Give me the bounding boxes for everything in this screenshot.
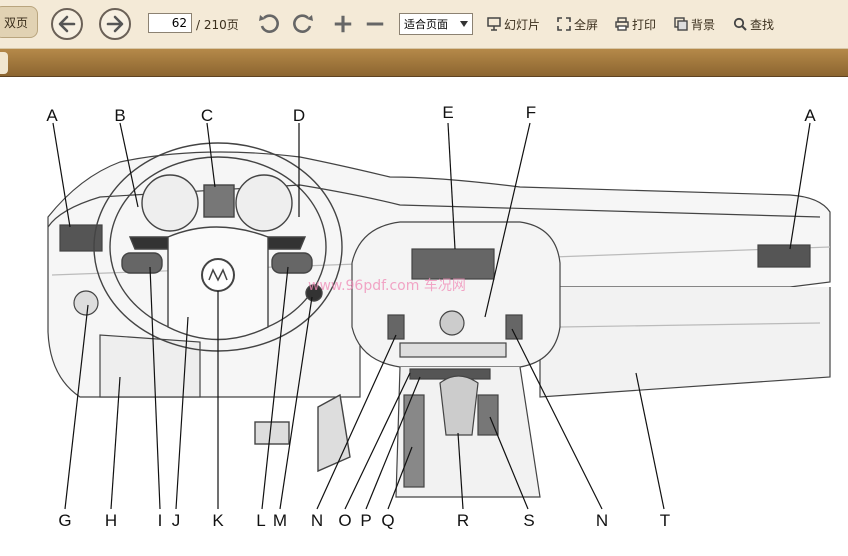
- zoom-select[interactable]: 适合页面: [399, 13, 473, 35]
- rotate-right-button[interactable]: [290, 12, 316, 36]
- document-tab[interactable]: [0, 52, 8, 74]
- callout-label: I: [158, 511, 163, 530]
- arrow-left-icon: [58, 15, 76, 33]
- rotate-left-icon: [259, 14, 279, 33]
- zoom-out-button[interactable]: [362, 12, 388, 36]
- search-icon: [733, 17, 747, 31]
- callout-label: S: [523, 511, 534, 530]
- callout-label: H: [105, 511, 117, 530]
- callout-label: N: [311, 511, 323, 530]
- callout-label: M: [273, 511, 287, 530]
- print-label: 打印: [632, 17, 657, 32]
- instrument-panel-diagram: www.96pdf.com 车况网: [46, 103, 831, 530]
- print-button[interactable]: 打印: [615, 14, 656, 34]
- zoom-select-value: 适合页面: [404, 18, 448, 31]
- callout-label: N: [596, 511, 608, 530]
- presentation-icon: [487, 17, 501, 31]
- top-callouts: A B C D E F A: [46, 103, 816, 125]
- rotate-left-button[interactable]: [256, 12, 282, 36]
- next-page-button[interactable]: [99, 8, 131, 40]
- callout-label: L: [256, 511, 265, 530]
- slideshow-button[interactable]: 幻灯片: [487, 14, 540, 34]
- callout-label: P: [360, 511, 371, 530]
- find-label: 查找: [750, 17, 775, 32]
- center-stack-illustration: [351, 221, 561, 498]
- chevron-down-icon: [460, 21, 468, 27]
- callout-label: J: [172, 511, 181, 530]
- callout-label: C: [201, 106, 213, 125]
- bottom-callouts: G H I J K L M N O P Q R S N T: [58, 511, 670, 530]
- document-tab-bar: [0, 49, 848, 77]
- page-number-input[interactable]: [148, 13, 192, 33]
- background-button[interactable]: 背景: [674, 14, 715, 34]
- background-label: 背景: [691, 17, 716, 32]
- callout-label: G: [58, 511, 71, 530]
- callout-label: B: [114, 106, 125, 125]
- watermark-text: www.96pdf.com 车况网: [308, 277, 466, 294]
- fullscreen-label: 全屏: [574, 17, 599, 32]
- callout-label: E: [442, 103, 453, 122]
- callout-label: R: [457, 511, 469, 530]
- callout-label: F: [526, 103, 536, 122]
- dual-page-label: 双页: [3, 15, 28, 30]
- arrow-right-icon: [106, 15, 124, 33]
- callout-label: A: [804, 106, 816, 125]
- callout-leader-lines: [52, 122, 811, 510]
- callout-label: O: [338, 511, 351, 530]
- dual-page-button[interactable]: 双页: [0, 6, 38, 38]
- printer-icon: [615, 17, 629, 31]
- plus-icon: [334, 15, 352, 33]
- previous-page-button[interactable]: [51, 8, 83, 40]
- find-button[interactable]: 查找: [733, 14, 774, 34]
- background-icon: [674, 17, 688, 31]
- page-total-label: / 210页: [196, 17, 239, 32]
- fullscreen-icon: [557, 17, 571, 31]
- minus-icon: [366, 22, 384, 26]
- fullscreen-button[interactable]: 全屏: [557, 14, 598, 34]
- callout-label: D: [293, 106, 305, 125]
- callout-label: K: [212, 511, 224, 530]
- callout-label: A: [46, 106, 58, 125]
- zoom-in-button[interactable]: [330, 12, 356, 36]
- page-total: / 210页: [196, 15, 239, 33]
- pdf-toolbar: 双页 / 210页 适合页面 幻灯片 全屏 打印 背景 查找: [0, 0, 848, 49]
- rotate-right-icon: [293, 14, 313, 33]
- page-content[interactable]: www.96pdf.com 车况网: [0, 77, 848, 556]
- callout-label: T: [660, 511, 670, 530]
- callout-label: Q: [381, 511, 394, 530]
- slideshow-label: 幻灯片: [504, 17, 541, 32]
